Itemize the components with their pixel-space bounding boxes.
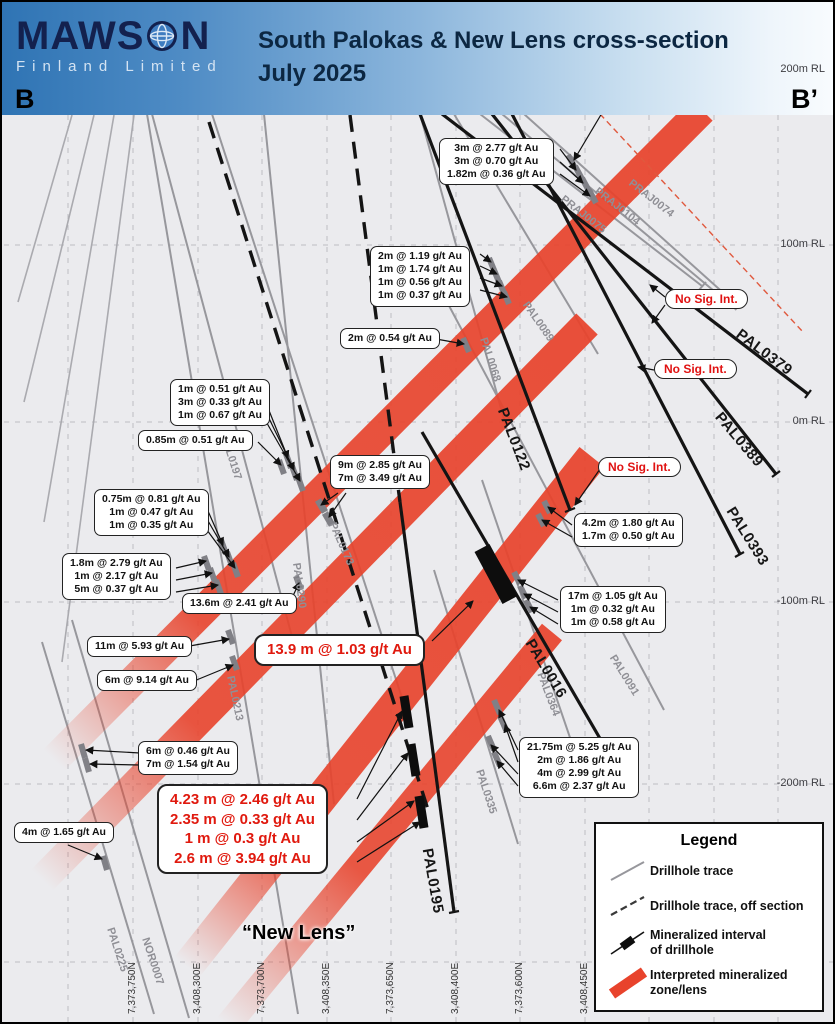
elevation-label: 0m RL	[792, 415, 825, 427]
trace-pal0290	[263, 113, 335, 805]
mineralized-interval-icon	[610, 931, 645, 955]
highlight-callout: 13.9 m @ 1.03 g/t Au	[254, 634, 425, 666]
assay-callout: 2m @ 0.54 g/t Au	[340, 328, 440, 350]
logo-subtitle: Finland Limited	[16, 58, 223, 75]
section-label-b-prime: B’	[791, 84, 818, 114]
grid-coordinate: 7,373,600N	[514, 962, 525, 1014]
grid-coordinate: 3,408,300E	[192, 962, 203, 1014]
drillhole-trace-icon	[610, 861, 645, 881]
elevation-label: -100m RL	[776, 595, 825, 607]
drillhole-label-nor0007: NOR0007	[139, 936, 166, 987]
assay-callout: 0.85m @ 0.51 g/t Au	[138, 430, 253, 452]
assay-callout: 11m @ 5.93 g/t Au	[87, 636, 193, 658]
header-band: MAWS N Finland Limited South Palokas & N…	[2, 2, 833, 115]
logo-text-prefix: MAWS	[16, 14, 145, 58]
grid-coordinate: 3,408,400E	[450, 962, 461, 1014]
drillhole-label-pal0068: PAL0068	[477, 336, 503, 384]
legend-item-offsection-trace: Drillhole trace, off section	[606, 893, 812, 919]
grid-coordinate: 7,373,700N	[256, 962, 267, 1014]
grid-coordinate: 7,373,750N	[127, 962, 138, 1014]
no-sig-int-label: No Sig. Int.	[598, 457, 681, 477]
drillhole-label-pal0379: PAL0379	[732, 325, 796, 379]
assay-callout: 6m @ 9.14 g/t Au	[97, 670, 197, 692]
drillhole-label-pal0122: PAL0122	[494, 405, 534, 473]
drillhole-label-pal0389: PAL0389	[711, 409, 767, 471]
title-line-1: South Palokas & New Lens cross-section	[258, 27, 729, 54]
drillhole-label-pal0335: PAL0335	[473, 768, 499, 816]
grid-coordinate: 3,408,350E	[321, 962, 332, 1014]
drillhole-label-pal0393: PAL0393	[722, 503, 773, 569]
logo-text-suffix: N	[180, 14, 211, 58]
no-sig-int-label: No Sig. Int.	[665, 289, 748, 309]
drillhole-label-pal0173: PAL0173	[326, 520, 357, 568]
mineralized-zone-icon	[608, 967, 648, 999]
drillhole-label-pal0091: PAL0091	[606, 652, 642, 698]
drillhole-label-pal0225: PAL0225	[104, 926, 130, 974]
interval-big	[474, 543, 518, 605]
drillhole-label-pal0195: PAL0195	[418, 847, 447, 915]
elevation-label: 200m RL	[780, 63, 825, 75]
legend-box: Legend Drillhole trace Drillhole trace, …	[594, 822, 824, 1012]
drillhole-label-pal0089: PAL0089	[520, 299, 557, 344]
grid-coordinate: 7,373,650N	[385, 962, 396, 1014]
no-sig-int-label: No Sig. Int.	[654, 359, 737, 379]
elevation-label: -200m RL	[776, 777, 825, 789]
interval-marks-black	[399, 543, 518, 829]
elevation-label: 100m RL	[780, 238, 825, 250]
drillhole-label-pal0213: PAL0213	[224, 674, 246, 722]
offsection-trace-icon	[610, 896, 645, 916]
assay-callout: 4m @ 1.65 g/t Au	[14, 822, 114, 844]
trace-pal0335	[433, 569, 519, 845]
new-lens-annotation: “New Lens”	[242, 922, 356, 944]
legend-item-drillhole-trace: Drillhole trace	[606, 858, 812, 884]
legend-title: Legend	[680, 832, 738, 849]
company-logo: MAWS N Finland Limited	[16, 16, 223, 75]
title-line-2: July 2025	[258, 60, 367, 87]
figure-title: South Palokas & New Lens cross-section J…	[258, 24, 729, 90]
section-label-b: B	[15, 84, 35, 114]
assay-callout: 13.6m @ 2.41 g/t Au	[182, 593, 297, 615]
grid-coordinate: 3,408,450E	[579, 962, 590, 1014]
globe-icon	[147, 21, 178, 51]
